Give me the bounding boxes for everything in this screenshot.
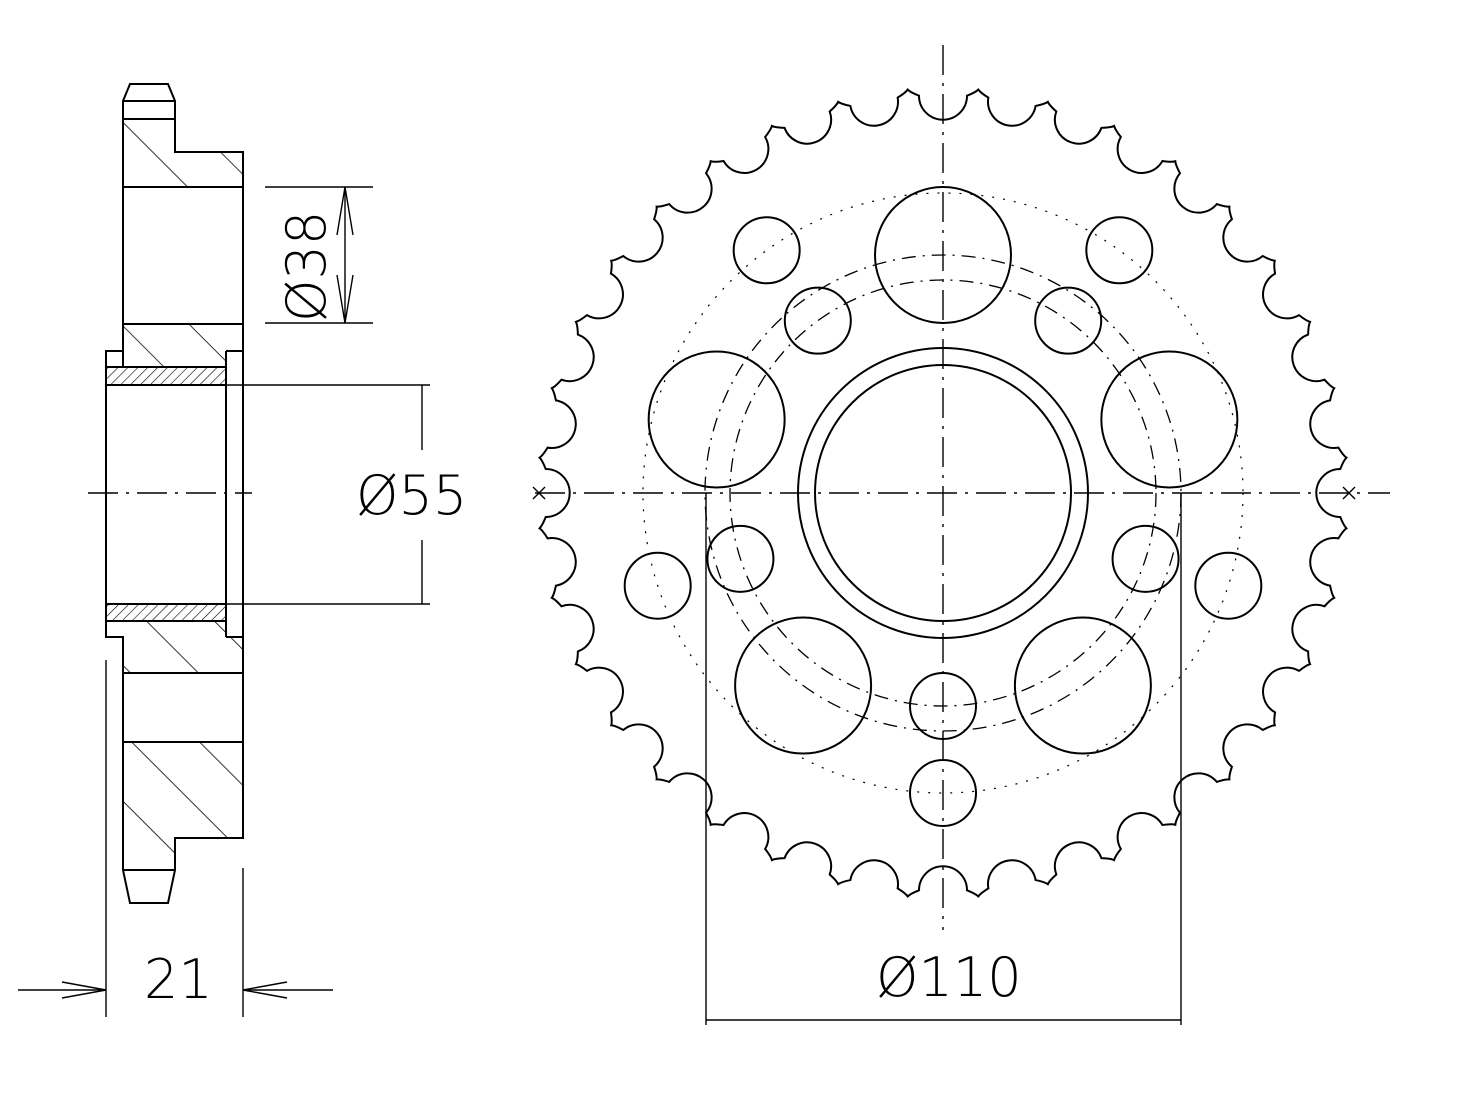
dimension-bolt-circle: Ø110 [705, 493, 1182, 1025]
large-hole [1100, 350, 1239, 489]
dimension-label-hub-bore: Ø38 [275, 211, 338, 322]
small-hole-inner [706, 524, 775, 593]
large-hole [647, 350, 786, 489]
centerline-end-marks [532, 486, 1356, 500]
dimension-hub-bore: Ø38 [265, 186, 373, 324]
small-hole-outer [623, 551, 692, 620]
section-lines [106, 100, 243, 871]
small-hole-inner [783, 286, 852, 355]
sprocket-teeth-outline [537, 87, 1349, 899]
dimension-label-center-bore: Ø55 [356, 464, 467, 527]
large-hole [874, 186, 1012, 324]
dimension-width: 21 [18, 660, 333, 1017]
bushing-lower [106, 604, 226, 621]
side-section-view: Ø38 Ø55 21 [18, 83, 467, 1017]
dimension-center-bore: Ø55 [226, 384, 467, 605]
dimension-label-bolt-circle: Ø110 [876, 946, 1022, 1009]
section-hatching [106, 119, 243, 870]
front-view: Ø110 [532, 45, 1390, 1025]
lightening-holes [623, 186, 1263, 827]
bushing-upper [106, 367, 226, 385]
dimension-label-width: 21 [144, 948, 213, 1011]
small-hole-outer [1194, 551, 1263, 620]
section-outline [105, 83, 244, 904]
small-hole-outer [1085, 216, 1154, 285]
large-hole [1013, 616, 1152, 755]
large-hole [734, 616, 873, 755]
small-hole-outer [732, 216, 801, 285]
small-hole-inner [1111, 524, 1180, 593]
small-hole-inner [1034, 286, 1103, 355]
